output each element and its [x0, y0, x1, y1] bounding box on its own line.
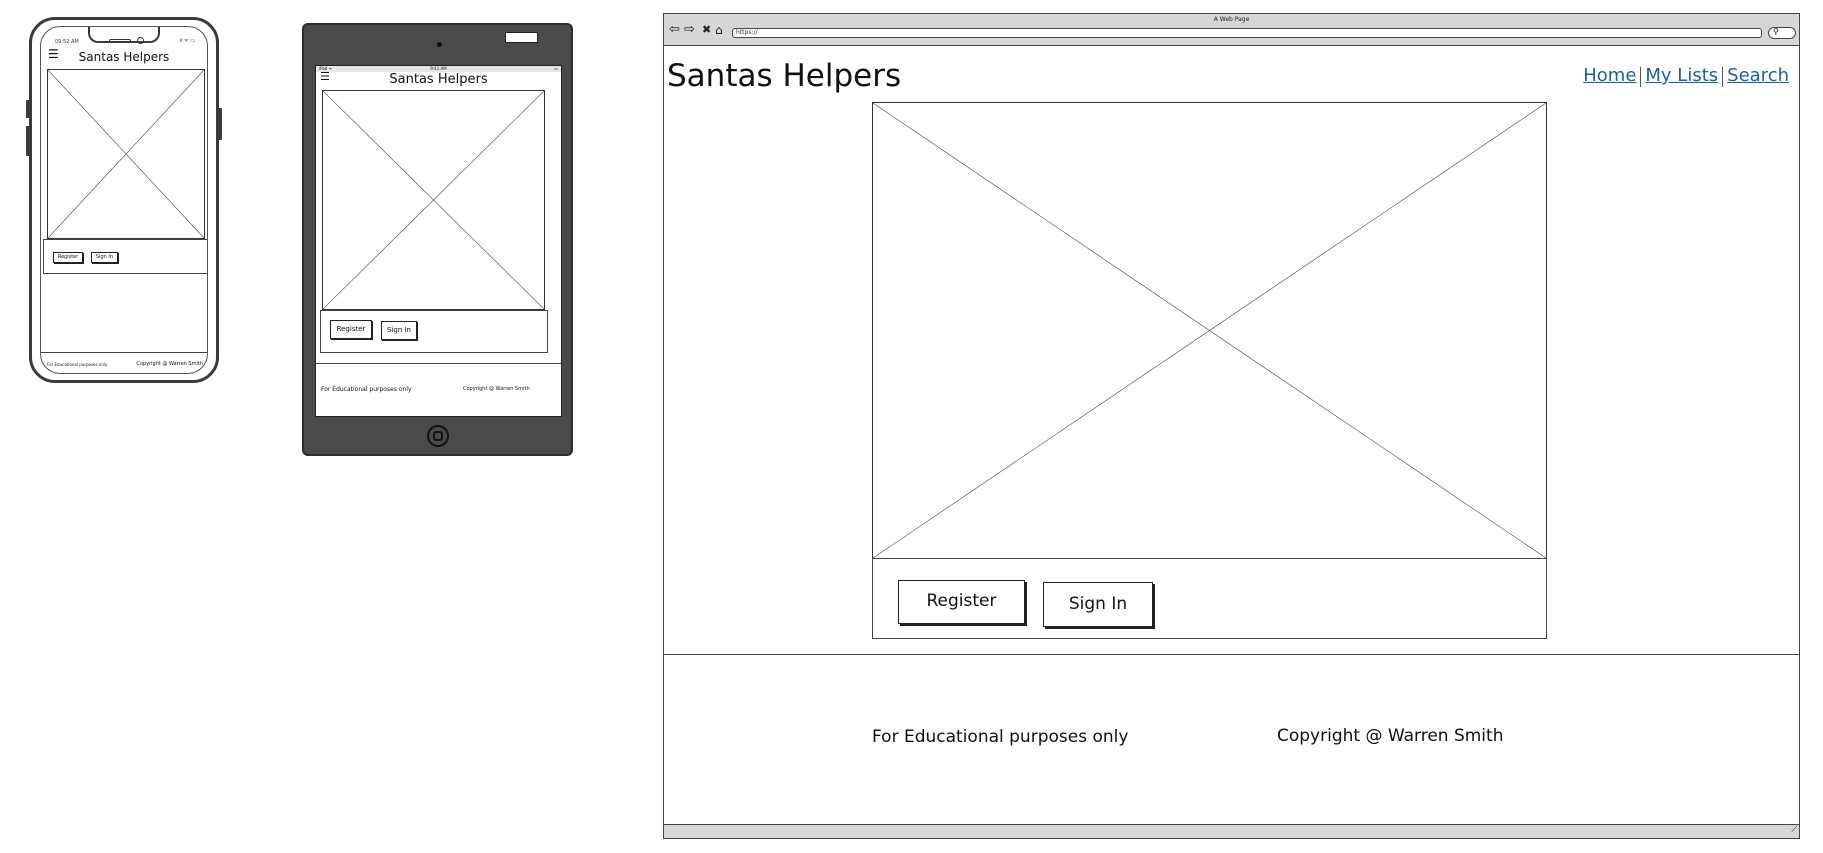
footer-divider [664, 654, 1799, 655]
footer-edu-text: For Educational purposes only [321, 386, 412, 393]
page-footer: For Educational purposes only Copyright … [41, 352, 207, 373]
main-nav: Home My Lists Search [1583, 65, 1789, 87]
nav-link-home[interactable]: Home [1583, 65, 1637, 86]
auth-button-panel: Register Sign In [43, 239, 207, 274]
phone-status-icons: ıl ᯤ ▭ [179, 38, 195, 44]
browser-search-field[interactable]: ⚲ [1768, 27, 1796, 39]
camera-icon [137, 37, 144, 44]
camera-icon [437, 42, 442, 47]
search-icon: ⚲ [1773, 27, 1779, 36]
home-icon[interactable]: ⌂ [715, 23, 723, 37]
nav-link-search[interactable]: Search [1727, 65, 1789, 86]
url-input[interactable]: https:// [732, 28, 1762, 38]
hero-image-placeholder [872, 102, 1547, 559]
browser-window-title: A Web Page [1213, 16, 1250, 23]
page-title: Santas Helpers [389, 72, 488, 87]
resize-grip-icon[interactable]: ⟋ [1791, 825, 1797, 834]
tablet-status-time: 9:41 AM [430, 66, 447, 71]
tablet-sensor [505, 32, 538, 43]
footer-copyright: Copyright @ Warren Smith [136, 361, 203, 367]
sign-in-button[interactable]: Sign In [91, 252, 118, 263]
auth-button-panel: Register Sign In [320, 310, 548, 353]
phone-screen: 09:52 AM ıl ᯤ ▭ ☰ Santas Helpers Registe… [40, 26, 208, 374]
forward-arrow-icon[interactable]: ⇨ [684, 22, 695, 37]
page-title: Santas Helpers [667, 58, 902, 94]
hamburger-menu-icon[interactable]: ☰ [48, 47, 59, 61]
tablet-mockup: iPad ᯤ 9:41 AM ▭ ☰ Santas Helpers Regist… [302, 23, 573, 456]
page-title: Santas Helpers [78, 50, 170, 64]
phone-volume-button [26, 100, 29, 118]
auth-button-panel: Register Sign In [872, 558, 1547, 639]
footer-copyright: Copyright @ Warren Smith [1277, 726, 1504, 746]
footer-edu-text: For Educational purposes only [872, 727, 1129, 747]
footer-copyright: Copyright @ Warren Smith [463, 386, 530, 392]
sign-in-button[interactable]: Sign In [1043, 582, 1153, 627]
close-icon[interactable]: ✖ [702, 23, 712, 36]
tablet-status-bar: iPad ᯤ 9:41 AM ▭ [316, 66, 561, 72]
phone-status-time: 09:52 AM [55, 39, 79, 45]
register-button[interactable]: Register [53, 252, 83, 263]
browser-chrome: A Web Page ⇦ ⇨ ✖ ⌂ https:// ⚲ [664, 14, 1799, 46]
hero-image-placeholder [322, 90, 545, 310]
phone-mockup: 09:52 AM ıl ᯤ ▭ ☰ Santas Helpers Registe… [26, 17, 222, 383]
phone-volume-button [26, 126, 29, 156]
hamburger-menu-icon[interactable]: ☰ [320, 70, 330, 83]
nav-separator [1640, 66, 1642, 87]
register-button[interactable]: Register [898, 580, 1025, 624]
tablet-screen: iPad ᯤ 9:41 AM ▭ ☰ Santas Helpers Regist… [315, 65, 562, 417]
hero-image-placeholder [47, 69, 205, 239]
browser-window: A Web Page ⇦ ⇨ ✖ ⌂ https:// ⚲ Santas Hel… [663, 13, 1800, 839]
register-button[interactable]: Register [330, 320, 372, 339]
phone-speaker [109, 39, 131, 43]
tablet-status-left: iPad ᯤ [319, 66, 333, 71]
page-footer: For Educational purposes only Copyright … [316, 363, 561, 417]
tablet-status-right: ▭ [554, 66, 558, 71]
phone-power-button [219, 108, 222, 140]
nav-link-my-lists[interactable]: My Lists [1645, 65, 1719, 86]
back-arrow-icon[interactable]: ⇦ [669, 22, 680, 37]
home-button-icon[interactable] [427, 425, 449, 447]
nav-separator [1722, 66, 1724, 87]
browser-status-bar: ⟋ [664, 824, 1799, 838]
sign-in-button[interactable]: Sign In [381, 321, 417, 340]
footer-edu-text: For Educational purposes only [47, 362, 108, 367]
